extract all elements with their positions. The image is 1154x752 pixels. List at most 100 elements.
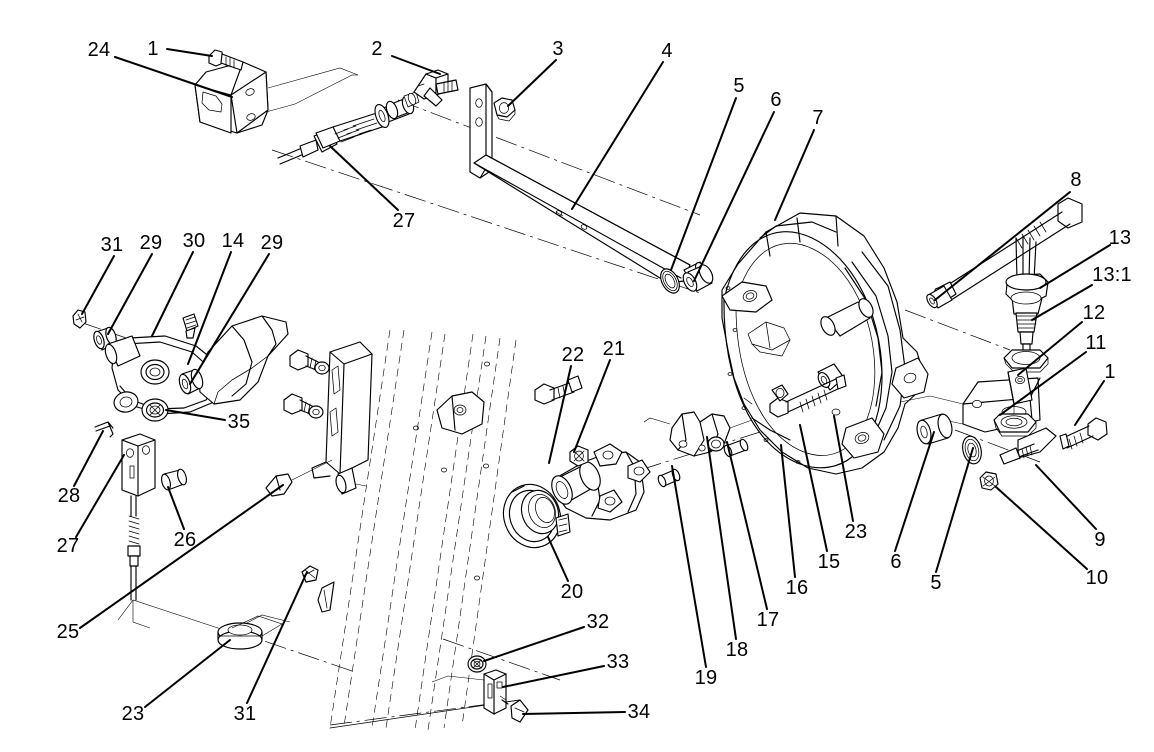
leader-line-20: [547, 536, 569, 582]
leader-line-7: [774, 129, 815, 221]
callout-label-33: 33: [606, 651, 630, 673]
leader-line-16: [780, 444, 796, 578]
leader-line-10: [995, 486, 1088, 570]
callout-label-20: 20: [560, 581, 584, 603]
callout-label-35: 35: [227, 411, 251, 433]
part-16-pivot-bolt: [771, 384, 789, 402]
part-21-bearing-carrier: [551, 443, 651, 521]
callout-label-6: 6: [890, 551, 902, 573]
callout-label-22: 22: [561, 344, 585, 366]
callout-label-4: 4: [661, 40, 673, 62]
part-1-bolt-right: [1059, 417, 1108, 450]
leader-line-31: [246, 571, 308, 704]
leader-line-13: [1039, 244, 1111, 289]
leader-line-29: [189, 253, 270, 385]
part-1-bolt-top: [208, 49, 244, 71]
leader-line-1: [1074, 380, 1105, 426]
leader-line-27: [329, 145, 399, 211]
callout-label-30: 30: [182, 230, 206, 252]
part-13-1-switch-nut: [1003, 349, 1049, 373]
part-6-bushing-right: [916, 413, 953, 445]
callout-label-1: 1: [147, 38, 159, 60]
callout-label-27: 27: [392, 210, 416, 232]
part-32-washer: [467, 655, 487, 673]
callout-label-15: 15: [817, 551, 841, 573]
leader-line-24: [114, 56, 233, 98]
part-27-cable-adjuster-top: [277, 91, 420, 165]
part-25-clutch-cable: [117, 599, 291, 633]
leader-line-23: [833, 415, 854, 522]
callout-label-1: 1: [1104, 361, 1116, 383]
frame-rails: [329, 329, 521, 731]
bolts-bracket-lower: [283, 393, 324, 419]
part-18-fork-pin: [657, 468, 681, 488]
callout-label-5: 5: [930, 572, 942, 594]
callout-label-8: 8: [1070, 169, 1082, 191]
callout-label-28: 28: [57, 485, 81, 507]
callout-label-3: 3: [552, 38, 564, 60]
part-30-grease-fitting: [182, 313, 199, 339]
callout-label-9: 9: [1094, 529, 1106, 551]
part-19-dowel-pin-b: [698, 444, 706, 452]
part-3-nut: [493, 97, 516, 122]
leader-line-1: [166, 48, 213, 57]
part-33-cable-clamp: [431, 669, 507, 715]
leader-line-30: [151, 251, 194, 337]
leader-line-6: [894, 431, 935, 552]
leader-line-25: [79, 484, 284, 629]
leader-line-31: [81, 255, 115, 315]
part-5-seal-left: [660, 268, 680, 294]
callout-label-11: 11: [1085, 332, 1107, 354]
part-28-cotter-pin: [94, 421, 114, 438]
callout-label-27: 27: [56, 535, 80, 557]
part-20-release-bearing: [502, 483, 571, 549]
leader-line-14: [187, 251, 232, 365]
part-17-release-fork: [643, 411, 753, 457]
part-27-clevis: [121, 433, 156, 601]
leader-line-15: [799, 424, 828, 552]
callout-label-17: 17: [756, 609, 780, 631]
leader-line-12: [1017, 321, 1083, 376]
callout-label-5: 5: [733, 75, 745, 97]
part-6-bushing-left: [682, 264, 714, 292]
part-7-bell-housing: [721, 212, 929, 475]
callout-label-2: 2: [371, 38, 383, 60]
callout-label-14: 14: [221, 230, 245, 252]
callout-label-7: 7: [812, 107, 824, 129]
leader-line-19: [671, 465, 707, 668]
part-34-clamp-screw: [499, 695, 529, 723]
callout-label-26: 26: [173, 529, 197, 551]
leader-line-21: [573, 359, 611, 453]
callout-label-13: 13: [1108, 227, 1132, 249]
callout-label-23: 23: [121, 703, 145, 725]
callout-label-29: 29: [260, 232, 284, 254]
callout-label-23: 23: [844, 521, 868, 543]
callout-leader-lines: [73, 48, 1111, 715]
leader-line-32: [483, 626, 585, 662]
leader-line-2: [391, 55, 441, 75]
leader-line-17: [726, 441, 768, 610]
leader-line-3: [507, 59, 557, 107]
part-23-grommet-left: [217, 615, 283, 650]
part-23-grommet-right: [831, 408, 841, 416]
leader-line-6: [693, 111, 775, 282]
callout-label-18: 18: [725, 639, 749, 661]
bolts-bracket-upper: [289, 349, 330, 375]
callout-label-6: 6: [770, 89, 782, 111]
leader-line-28: [73, 430, 104, 487]
part-10-nut-small: [979, 471, 999, 491]
leader-line-5: [670, 97, 737, 271]
callout-label-12: 12: [1082, 302, 1106, 324]
callout-label-19: 19: [694, 667, 718, 689]
leader-line-26: [167, 486, 185, 530]
part-22-nut: [569, 445, 589, 467]
callout-label-16: 16: [785, 577, 809, 599]
leader-line-34: [522, 711, 626, 715]
callout-label-24: 24: [87, 39, 111, 61]
part-2-cable-fitting: [413, 69, 459, 107]
leader-line-13-1: [1031, 284, 1093, 321]
part-11-lock-nut: [993, 413, 1037, 437]
leader-line-4: [571, 61, 664, 210]
